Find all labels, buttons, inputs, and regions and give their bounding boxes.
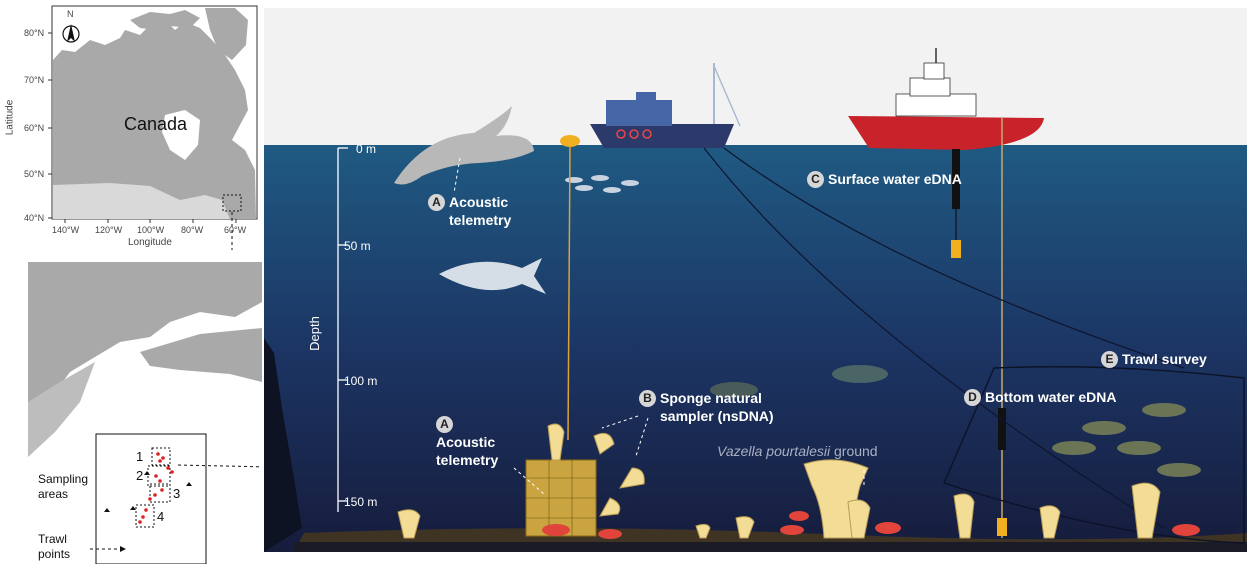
label-b-badge: B <box>639 390 656 408</box>
arctic-islands <box>130 10 200 30</box>
trawl-label-line1: Trawl <box>38 532 67 546</box>
area-4-number: 4 <box>157 509 165 524</box>
surface-weight <box>951 240 961 258</box>
canada-landmass <box>53 20 256 219</box>
lon-tick-2: 120°W <box>95 225 123 235</box>
bottom-weight <box>997 518 1007 536</box>
inset-box <box>95 433 207 564</box>
surface-sampler <box>952 149 960 209</box>
lon-tick-3: 100°W <box>137 225 165 235</box>
y-axis-label: Latitude <box>4 99 16 136</box>
label-vazella-ground: Vazella pourtalesii ground <box>717 443 878 459</box>
area-3-box <box>149 483 171 503</box>
net-fish <box>1052 403 1201 477</box>
label-c-text: Surface water eDNA <box>828 171 962 187</box>
us-area <box>53 183 230 219</box>
glass-sponges <box>397 423 1161 539</box>
label-c-badge: C <box>807 171 824 189</box>
label-d-text: Bottom water eDNA <box>985 389 1117 405</box>
cod-fish-1 <box>710 382 758 398</box>
sampling-label-line2: areas <box>38 487 69 501</box>
vazella-ground-word: ground <box>830 443 878 459</box>
depth-50: 50 m <box>344 239 371 253</box>
label-a1-line1: Acoustic <box>449 194 509 210</box>
canada-map <box>48 5 258 250</box>
label-e-badge: E <box>1101 351 1118 369</box>
orca-icon <box>394 106 534 185</box>
label-a1-line2: telemetry <box>449 212 512 228</box>
ocean-scene-graphic <box>264 8 1247 552</box>
lat-tick-4: 50°N <box>24 169 45 179</box>
tuna-icon <box>439 258 546 294</box>
lon-tick-1: 140°W <box>52 225 80 235</box>
research-vessel <box>848 48 1044 150</box>
lat-tick-3: 60°N <box>24 123 45 133</box>
hudson-bay <box>162 110 200 160</box>
x-axis-label: Longitude <box>128 237 172 248</box>
sampling-label-line1: Sampling <box>38 472 89 486</box>
depth-scale <box>337 147 348 512</box>
trawl-cable <box>703 147 1165 529</box>
trawl-label-line2: points <box>38 547 71 561</box>
label-a2-line1: Acoustic <box>436 434 496 450</box>
depth-150: 150 m <box>344 495 378 509</box>
sea <box>264 145 1247 552</box>
trawl-net <box>943 366 1245 544</box>
area-4-box <box>135 504 155 528</box>
depth-100: 100 m <box>344 374 378 388</box>
lon-tick-4: 80°W <box>181 225 204 235</box>
north-label: N <box>67 9 74 19</box>
fishing-boat <box>590 63 741 148</box>
canada-map-panel: N Canada 80°N 70°N 60°N 50°N 40°N 140°W … <box>0 0 262 250</box>
lat-tick-2: 70°N <box>24 75 45 85</box>
label-acoustic-telemetry-bottom: A Acoustic telemetry <box>436 416 498 470</box>
area-2-number: 2 <box>136 468 144 483</box>
sampling-map-panel: 1 2 3 4 Sampling areas Trawl points <box>0 262 262 564</box>
depth-0: 0 m <box>356 142 377 156</box>
buoy <box>560 135 580 147</box>
greenland <box>205 8 248 60</box>
country-label: Canada <box>124 114 188 134</box>
area-1-number: 1 <box>136 449 144 464</box>
depth-axis-label: Depth <box>306 316 322 351</box>
redfish <box>542 511 1200 539</box>
label-b-line2: sampler (nsDNA) <box>660 408 774 424</box>
sampling-map <box>28 262 262 564</box>
bottom-sampler <box>998 408 1006 450</box>
nova-scotia-land <box>28 262 262 452</box>
area-3-number: 3 <box>173 486 181 501</box>
north-arrow-icon <box>62 24 80 43</box>
label-e-text: Trawl survey <box>1122 351 1207 367</box>
lat-tick-1: 80°N <box>24 28 45 38</box>
label-a1-badge: A <box>428 194 445 212</box>
label-b-line1: Sponge natural <box>660 390 762 406</box>
label-a2-badge: A <box>436 416 453 434</box>
fish-school <box>565 175 639 193</box>
area-2-box <box>147 465 171 487</box>
area-1-box <box>151 447 171 466</box>
label-d-badge: D <box>964 389 981 407</box>
cod-fish-2 <box>832 365 888 383</box>
vazella-species-name: Vazella pourtalesii <box>717 443 831 459</box>
study-area-box <box>222 194 242 212</box>
lat-tick-5: 40°N <box>24 213 45 223</box>
lon-tick-5: 60°W <box>224 225 247 235</box>
seabed-cliff <box>264 338 302 552</box>
label-a2-line2: telemetry <box>436 452 499 468</box>
